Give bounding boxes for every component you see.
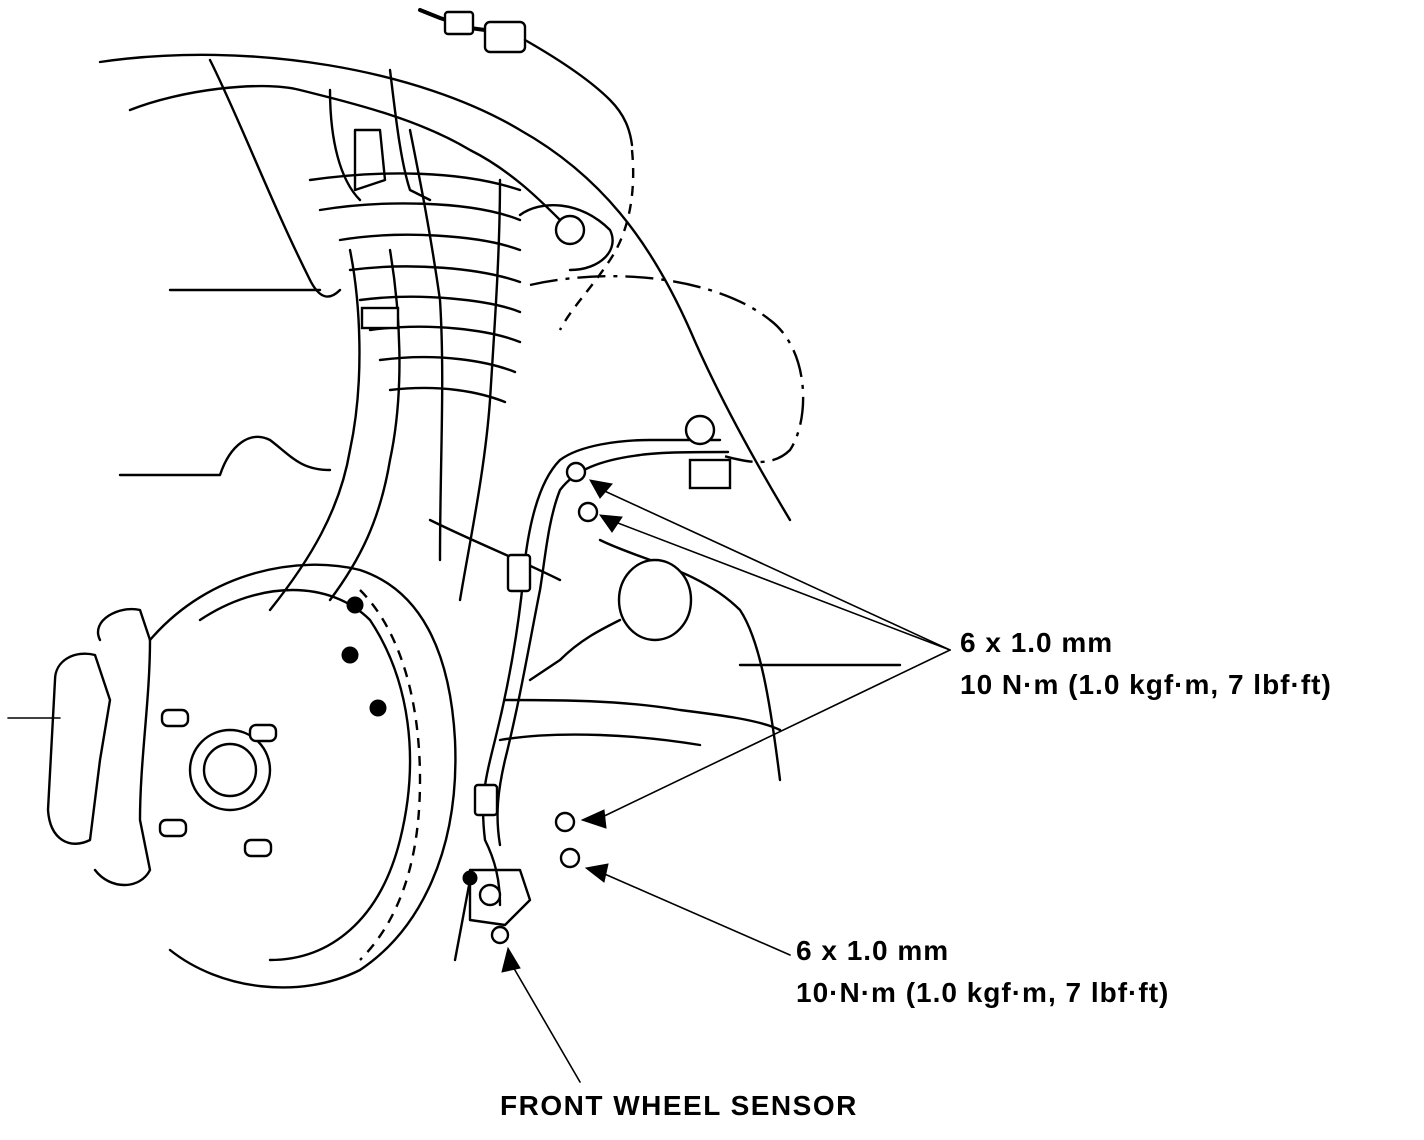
upper-bolt-size: 6 x 1.0 mm [960, 627, 1114, 658]
leader-lines [501, 479, 951, 1083]
upper-bolt-callout: 6 x 1.0 mm 10 N·m (1.0 kgf·m, 7 lbf·ft) [960, 622, 1332, 706]
coil-spring [308, 128, 614, 602]
brake-disc [148, 563, 457, 989]
upper-bolt-torque: 10 N·m (1.0 kgf·m, 7 lbf·ft) [960, 669, 1332, 700]
brake-hose [268, 248, 401, 612]
fender-outline [98, 53, 792, 522]
sensor-cable [473, 414, 732, 907]
sensor-connector [418, 8, 635, 331]
steering-knuckle [118, 435, 902, 782]
brake-caliper [7, 596, 387, 887]
lower-bolt-size: 6 x 1.0 mm [796, 935, 950, 966]
bracket-bolts [554, 461, 599, 869]
detail-outline [529, 274, 805, 464]
wheel-speed-sensor [453, 868, 532, 962]
lower-bolt-callout: 6 x 1.0 mm 10·N·m (1.0 kgf·m, 7 lbf·ft) [796, 930, 1169, 1014]
lower-bolt-torque: 10·N·m (1.0 kgf·m, 7 lbf·ft) [796, 977, 1170, 1008]
front-wheel-sensor-caption: FRONT WHEEL SENSOR [500, 1090, 858, 1121]
